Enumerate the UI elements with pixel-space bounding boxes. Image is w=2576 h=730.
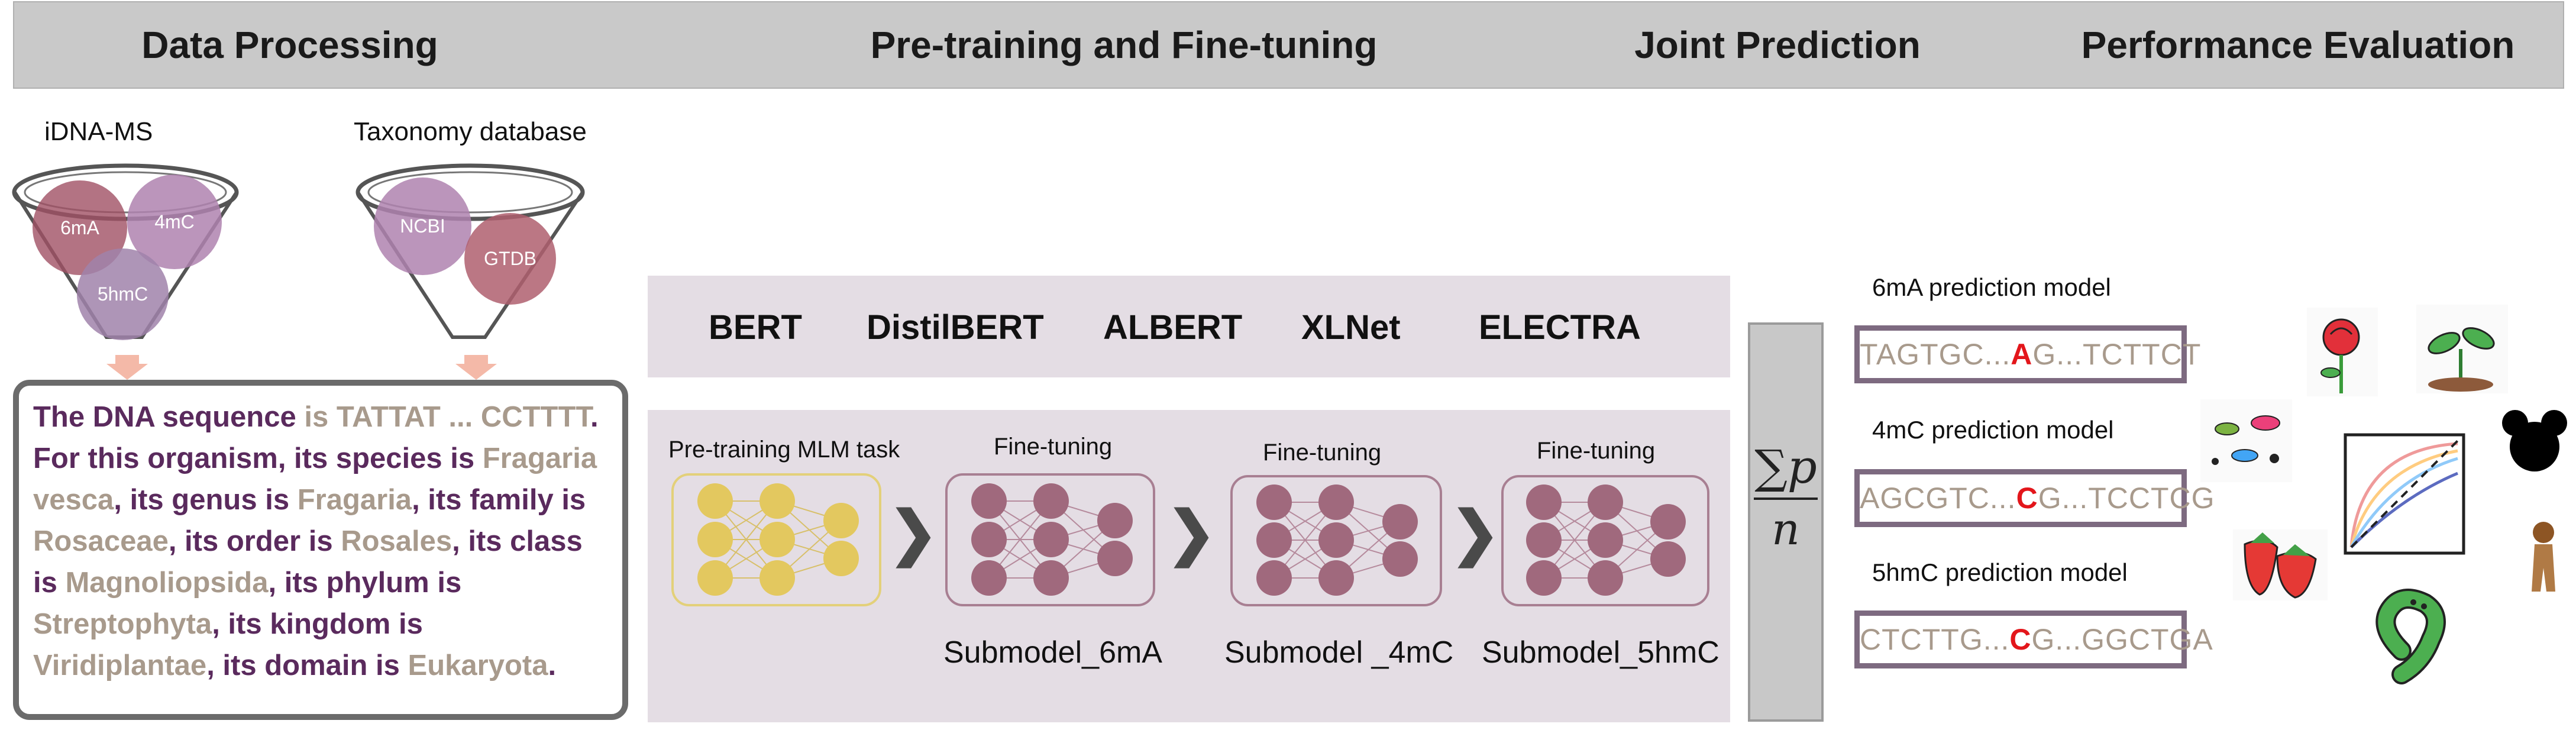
mouse-icon bbox=[2502, 410, 2567, 471]
submodel-5hmc-label: Submodel_5hmC bbox=[1482, 635, 1720, 670]
pred-label-4mc: 4mC prediction model bbox=[1872, 416, 2114, 444]
family-value: Rosaceae bbox=[33, 525, 169, 557]
worm-icon bbox=[2375, 589, 2446, 684]
pretrain-nodes bbox=[697, 483, 859, 596]
seq-prefix: AGCGTC... bbox=[1860, 482, 2016, 515]
idna-ms-label: iDNA-MS bbox=[44, 117, 153, 146]
rose-icon bbox=[2307, 308, 2378, 396]
sequence-description-box: The DNA sequence is TATTAT ... CCTTTT. F… bbox=[13, 380, 628, 720]
finetune-nodes-5hmc bbox=[1526, 484, 1686, 596]
chevron-right-icon: ❯ bbox=[888, 500, 938, 566]
pred-seq-4mc: AGCGTC...CG...TCCTCG bbox=[1854, 469, 2215, 527]
model-distilbert: DistilBERT bbox=[867, 308, 1044, 347]
circle-gtdb: GTDB bbox=[464, 213, 556, 305]
pretrain-network bbox=[671, 473, 881, 606]
finetune-network-4mc bbox=[1230, 475, 1442, 606]
class-value: Magnoliopsida bbox=[65, 567, 269, 599]
text-segment: . bbox=[548, 650, 557, 681]
phylum-value: Streptophyta bbox=[33, 608, 212, 640]
circle-ncbi: NCBI bbox=[374, 177, 471, 275]
finetune-label-1: Fine-tuning bbox=[994, 434, 1113, 460]
fraction-bar bbox=[1754, 498, 1818, 500]
text-segment: , its domain is bbox=[206, 650, 408, 681]
pred-label-5hmc: 5hmC prediction model bbox=[1872, 558, 2128, 586]
text-segment: , its class is bbox=[33, 525, 583, 599]
taxonomy-db-label: Taxonomy database bbox=[354, 117, 587, 146]
submodel-6ma-label: Submodel_6mA bbox=[943, 635, 1162, 670]
seq-prefix: CTCTTG... bbox=[1860, 623, 2010, 656]
seq-suffix: G...GGCTGA bbox=[2031, 623, 2213, 656]
text-segment: The DNA sequence bbox=[33, 401, 305, 433]
model-albert: ALBERT bbox=[1103, 308, 1243, 347]
text-segment: , its phylum is bbox=[268, 567, 462, 599]
sum-denominator: n bbox=[1772, 504, 1800, 555]
header-pretraining: Pre-training and Fine-tuning bbox=[870, 24, 1378, 66]
pred-label-6ma: 6mA prediction model bbox=[1872, 273, 2111, 301]
seq-modified-base: C bbox=[2009, 623, 2032, 656]
finetune-label-2: Fine-tuning bbox=[1263, 440, 1382, 466]
finetune-network-6ma bbox=[945, 473, 1155, 606]
header-bar bbox=[13, 1, 2564, 89]
text-segment-value: is TATTAT ... CCTTTT bbox=[304, 401, 590, 433]
header-joint-prediction: Joint Prediction bbox=[1634, 24, 1921, 66]
sum-symbol: ∑ bbox=[1754, 441, 1788, 494]
chevron-right-icon: ❯ bbox=[1450, 500, 1500, 566]
models-panel bbox=[648, 276, 1730, 377]
seq-modified-base: C bbox=[2016, 482, 2038, 515]
sprout-icon bbox=[2416, 305, 2508, 393]
domain-value: Eukaryota bbox=[408, 650, 548, 681]
seq-prefix: TAGTGC... bbox=[1860, 338, 2011, 371]
evaluation-icons bbox=[2200, 305, 2567, 684]
pred-seq-5hmc: CTCTTG...CG...GGCTGA bbox=[1854, 611, 2213, 668]
seq-suffix: G...TCCTCG bbox=[2038, 482, 2215, 515]
genus-value: Fragaria bbox=[297, 484, 412, 516]
header-performance-evaluation: Performance Evaluation bbox=[2081, 24, 2515, 66]
model-bert: BERT bbox=[709, 308, 802, 347]
text-segment: , its family is bbox=[412, 484, 586, 516]
text-segment: , its kingdom is bbox=[212, 608, 423, 640]
finetune-nodes-4mc bbox=[1256, 484, 1418, 596]
joint-sum-box bbox=[1748, 322, 1824, 722]
model-xlnet: XLNet bbox=[1301, 308, 1401, 347]
pred-seq-6ma: TAGTGC...AG...TCTTCT bbox=[1854, 325, 2200, 383]
species-value: Fragaria vesca bbox=[33, 442, 597, 516]
seq-modified-base: A bbox=[2011, 338, 2033, 371]
sum-variable: p bbox=[1787, 441, 1817, 494]
seq-suffix: G...TCTTCT bbox=[2032, 338, 2202, 371]
header-data-processing: Data Processing bbox=[141, 24, 438, 66]
strawberry-icon bbox=[2233, 529, 2328, 600]
bacteria-icon bbox=[2200, 399, 2292, 482]
pretrain-label: Pre-training MLM task bbox=[668, 437, 900, 463]
roc-curve-icon bbox=[2344, 433, 2465, 555]
text-segment: , its order is bbox=[168, 525, 341, 557]
model-electra: ELECTRA bbox=[1479, 308, 1641, 347]
submodel-4mc-label: Submodel _4mC bbox=[1224, 635, 1454, 670]
kingdom-value: Viridiplantae bbox=[33, 650, 207, 681]
primate-icon bbox=[2532, 522, 2555, 592]
average-formula: ∑p n bbox=[1748, 441, 1824, 555]
text-segment: . For this organism, its species is bbox=[33, 401, 599, 474]
finetune-network-5hmc bbox=[1501, 475, 1709, 606]
order-value: Rosales bbox=[341, 525, 453, 557]
text-segment: , its genus is bbox=[114, 484, 298, 516]
finetune-label-3: Fine-tuning bbox=[1537, 438, 1656, 464]
finetune-nodes-6ma bbox=[971, 483, 1133, 596]
chevron-right-icon: ❯ bbox=[1166, 500, 1216, 566]
circle-5hmc: 5hmC bbox=[77, 248, 169, 340]
